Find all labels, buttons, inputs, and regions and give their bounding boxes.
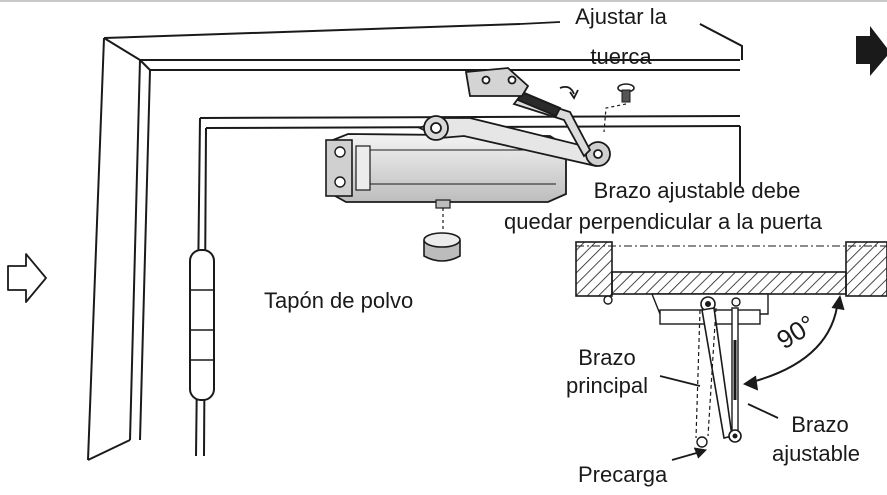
dust-cap-label: Tapón de polvo [264,288,414,313]
adjust-nut-label-line1: Ajustar la [575,4,667,29]
filled-right-arrow-icon [856,26,887,76]
door-closer-body [325,133,567,209]
adjustable-arm-note-line2: quedar perpendicular a la puerta [504,209,823,234]
dust-cap [423,208,461,262]
angle-label: 90° [771,309,820,355]
preload-label: Precarga [578,462,668,487]
adjust-nut-leaders [519,21,743,47]
outline-right-arrow-icon [7,253,47,303]
mounting-screw [603,83,635,133]
adjustable-arm-note-line1: Brazo ajustable debe [593,178,801,203]
adjustable-arm-label-line2: ajustable [771,441,861,466]
closer-arm-assembly [417,67,611,167]
adjustable-arm-label-line1: Brazo [791,412,849,437]
door-hinge [189,249,215,401]
section-arms [695,296,742,448]
main-arm-label-line1: Brazo [578,345,636,370]
main-arm-label-line2: principal [566,373,648,398]
adjust-nut-label-line2: tuerca [590,44,652,69]
angle-90-indicator [742,294,845,391]
label-leaders [659,375,779,461]
